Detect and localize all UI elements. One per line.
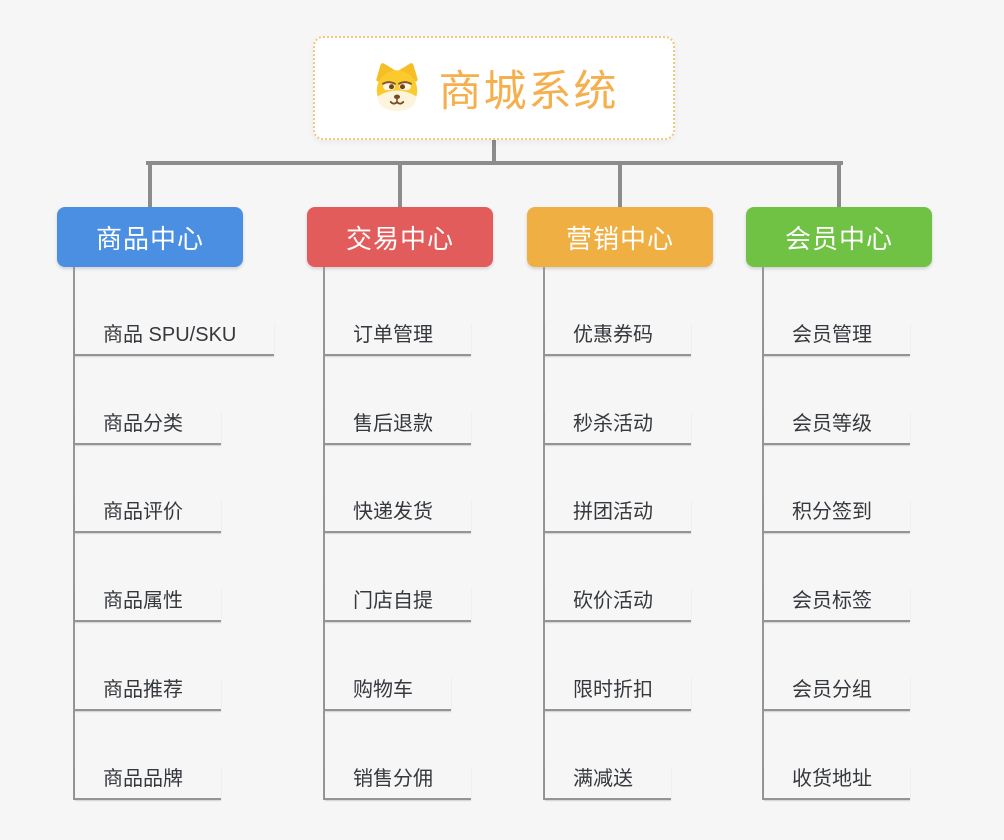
leaf-node[interactable]: 砍价活动 <box>545 588 691 623</box>
branch-label: 交易中心 <box>345 223 454 254</box>
leaf-node[interactable]: 售后退款 <box>325 411 471 445</box>
leaf-node[interactable]: 会员管理 <box>764 322 910 356</box>
branch-product-center: 商品中心 商品 SPU/SKU 商品分类 商品评价 商品属性 商品推荐 商品品牌 <box>57 207 317 800</box>
leaf-node[interactable]: 限时折扣 <box>545 677 691 712</box>
leaf-node[interactable]: 满减送 <box>545 766 671 800</box>
leaf-node[interactable]: 订单管理 <box>325 322 471 356</box>
leaf-node[interactable]: 商品推荐 <box>75 677 221 712</box>
leaf-node[interactable]: 会员等级 <box>764 411 910 445</box>
leaf-node[interactable]: 收货地址 <box>764 766 910 800</box>
leaf-node[interactable]: 商品品牌 <box>75 766 221 800</box>
branch-header-trade[interactable]: 交易中心 <box>307 207 493 267</box>
branch-label: 会员中心 <box>784 223 893 254</box>
branch-member-list: 会员管理 会员等级 积分签到 会员标签 会员分组 收货地址 <box>762 267 1004 800</box>
leaf-node[interactable]: 会员标签 <box>764 588 910 623</box>
branch-header-product[interactable]: 商品中心 <box>57 207 243 267</box>
branch-trade-list: 订单管理 售后退款 快递发货 门店自提 购物车 销售分佣 <box>323 267 567 800</box>
leaf-node[interactable]: 商品属性 <box>75 588 221 623</box>
leaf-node[interactable]: 销售分佣 <box>325 766 471 800</box>
leaf-node[interactable]: 商品分类 <box>75 411 221 445</box>
leaf-node[interactable]: 商品评价 <box>75 499 221 534</box>
leaf-node[interactable]: 优惠券码 <box>545 322 691 356</box>
branch-marketing-list: 优惠券码 秒杀活动 拼团活动 砍价活动 限时折扣 满减送 <box>543 267 787 800</box>
leaf-node[interactable]: 积分签到 <box>764 499 910 534</box>
branch-label: 营销中心 <box>565 223 674 254</box>
leaf-node[interactable]: 商品 SPU/SKU <box>75 322 275 356</box>
connector-path <box>146 138 843 209</box>
leaf-node[interactable]: 会员分组 <box>764 677 910 712</box>
branch-header-member[interactable]: 会员中心 <box>746 207 932 267</box>
leaf-node[interactable]: 快递发货 <box>325 499 471 534</box>
branch-label: 商品中心 <box>95 223 204 254</box>
leaf-node[interactable]: 拼团活动 <box>545 499 691 534</box>
leaf-node[interactable]: 购物车 <box>325 677 451 712</box>
leaf-node[interactable]: 门店自提 <box>325 588 471 623</box>
dog-icon <box>370 62 424 114</box>
branch-trade-center: 交易中心 订单管理 售后退款 快递发货 门店自提 购物车 销售分佣 <box>307 207 567 800</box>
branch-product-list: 商品 SPU/SKU 商品分类 商品评价 商品属性 商品推荐 商品品牌 <box>73 267 317 800</box>
branch-header-marketing[interactable]: 营销中心 <box>527 207 713 267</box>
branch-marketing-center: 营销中心 优惠券码 秒杀活动 拼团活动 砍价活动 限时折扣 满减送 <box>527 207 787 800</box>
root-title: 商城系统 <box>438 68 619 116</box>
leaf-node[interactable]: 秒杀活动 <box>545 411 691 445</box>
branch-member-center: 会员中心 会员管理 会员等级 积分签到 会员标签 会员分组 收货地址 <box>746 207 1004 800</box>
root-node[interactable]: 商城系统 <box>313 36 675 140</box>
